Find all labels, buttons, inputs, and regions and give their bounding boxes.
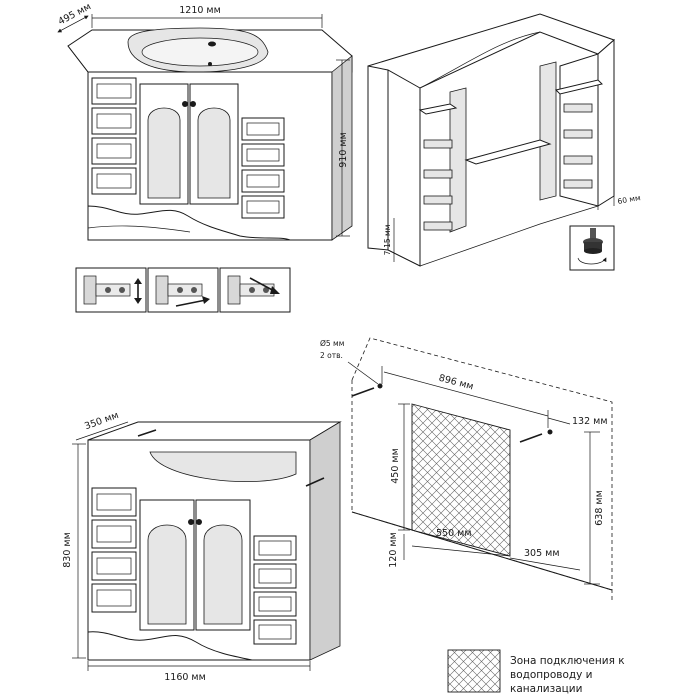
top-height-label: 910 мм xyxy=(338,132,349,168)
zone-width-label: 550 мм xyxy=(436,528,472,539)
hinge-depth-adjust xyxy=(219,267,291,313)
floor-offset-label: 120 мм xyxy=(388,532,399,568)
offset-label: 60 мм xyxy=(617,193,641,206)
holes-distance-label: 896 мм xyxy=(438,373,475,393)
legend-swatch xyxy=(447,649,501,693)
plinth-label: 7-15 мм xyxy=(383,225,392,256)
hinge-adjustment-icons xyxy=(75,267,291,313)
wall-mounting-scheme: Ø5 мм 2 отв. 896 мм 132 мм 450 мм 550 мм… xyxy=(320,337,613,600)
left-slides xyxy=(423,139,453,231)
legend-line-2: водопроводу и xyxy=(510,669,593,681)
legend-line-1: Зона подключения к xyxy=(510,655,625,667)
mount-depth-label: 350 мм xyxy=(83,410,120,432)
hole-size-label: Ø5 мм xyxy=(320,339,344,348)
hinge-horizontal-adjust xyxy=(147,267,219,313)
top-depth-label: 495 мм xyxy=(56,1,93,27)
legend: Зона подключения к водопроводу и канализ… xyxy=(447,649,625,695)
top-width-label: 1210 мм xyxy=(179,5,221,16)
right-drawers xyxy=(241,117,285,219)
vanity-mounting-view: 350 мм 830 мм 1160 мм xyxy=(62,410,342,683)
right-offset-label: 132 мм xyxy=(572,416,608,427)
right-slides xyxy=(563,103,593,189)
vanity-top-view: 495 мм 1210 мм 910 мм xyxy=(56,1,353,241)
hinge-vertical-adjust xyxy=(75,267,147,313)
hole-count-label: 2 отв. xyxy=(320,351,343,360)
mount-height-wall-label: 638 мм xyxy=(594,490,605,526)
mount-left-drawers xyxy=(91,487,137,613)
adjustable-foot-icon xyxy=(569,225,615,271)
mount-height-label: 830 мм xyxy=(62,532,73,568)
cabinet-frame: 7-15 мм 60 мм xyxy=(367,13,641,271)
left-drawers xyxy=(91,77,137,195)
legend-line-3: канализации xyxy=(510,683,582,695)
mount-width-label: 1160 мм xyxy=(164,672,206,683)
mount-right-drawers xyxy=(253,535,297,645)
zone-right-label: 305 мм xyxy=(524,548,560,559)
zone-height-label: 450 мм xyxy=(390,448,401,484)
mount-doors xyxy=(139,499,251,631)
center-doors xyxy=(139,83,239,205)
